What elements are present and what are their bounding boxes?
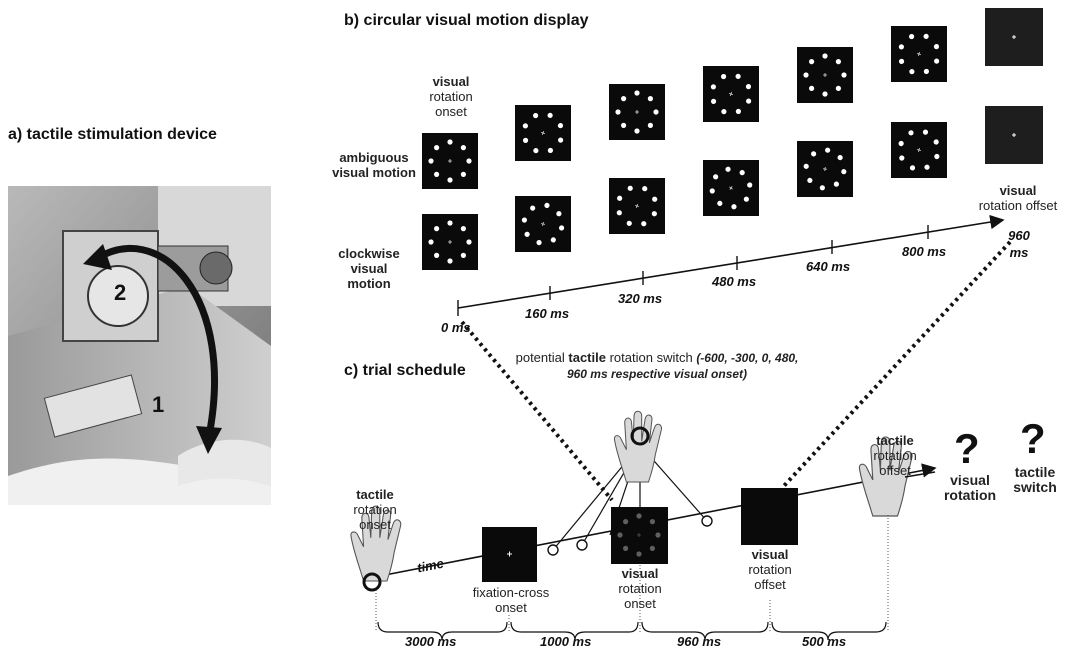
b-onset-label: visual rotation onset <box>429 74 473 119</box>
question-tactile-label: tactile switch <box>1013 464 1057 495</box>
tactile-onset-label: tactile rotation onset <box>353 487 397 532</box>
duration-500: 500 ms <box>802 634 847 649</box>
duration-960: 960 ms <box>677 634 722 649</box>
visual-offset-label: visual rotation offset <box>748 547 792 592</box>
question-visual-label: visual rotation <box>943 472 997 503</box>
arrow-2-label: 2 <box>114 280 127 305</box>
arrow-1-label: 1 <box>152 392 165 417</box>
duration-1000: 1000 ms <box>540 634 592 649</box>
time-label-0: 0 ms <box>441 320 471 335</box>
time-label-160: 160 ms <box>525 306 570 321</box>
b-offset-label: visual rotation offset <box>978 183 1058 213</box>
question-mark-tactile: ? <box>1020 415 1046 462</box>
time-label-800: 800 ms <box>902 244 947 259</box>
fixation-label: fixation-cross onset <box>472 585 550 615</box>
duration-3000: 3000 ms <box>405 634 457 649</box>
section-b-title: b) circular visual motion display <box>344 12 589 29</box>
visual-onset-label: visual rotation onset <box>618 566 662 611</box>
section-a-title: a) tactile stimulation device <box>8 126 217 143</box>
time-label-640: 640 ms <box>806 259 851 274</box>
time-label-960: 960 ms <box>1008 228 1030 260</box>
time-label-480: 480 ms <box>712 274 757 289</box>
stim-ambiguous-0 <box>422 133 478 189</box>
row-clockwise-label: clockwise visual motion <box>338 246 400 291</box>
device-illustration <box>8 186 271 505</box>
row-ambiguous-label: ambiguous visual motion <box>332 150 416 180</box>
time-label-320: 320 ms <box>618 291 663 306</box>
switch-label: potential tactile rotation switch (-600,… <box>515 350 799 381</box>
section-c-title: c) trial schedule <box>344 362 466 379</box>
device-photo: 2 1 <box>8 186 271 505</box>
tactile-offset-label: tactile rotation offset <box>873 433 917 478</box>
question-mark-visual: ? <box>954 425 980 472</box>
